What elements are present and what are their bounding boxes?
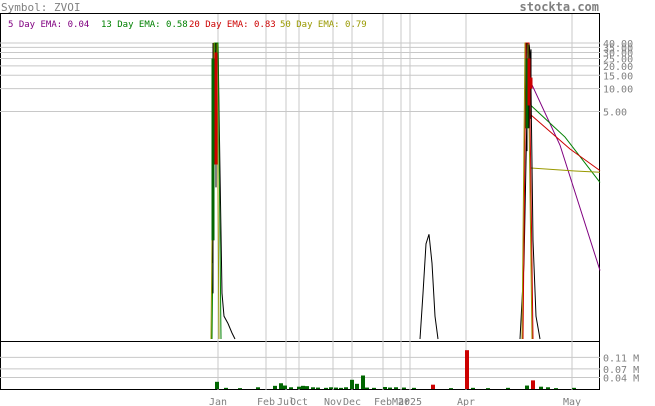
volume-bar [289,387,293,389]
volume-bar [324,387,328,389]
price-tick-label: 30.00 [603,48,633,59]
volume-bar [431,384,435,389]
candle-body [211,58,215,241]
volume-bar [554,388,558,390]
ema-line [530,114,601,172]
volume-bar [344,387,348,389]
candle-body [214,52,218,165]
volume-bar [273,385,277,389]
price-tick-label: 5.00 [603,107,627,118]
volume-bar [471,387,475,389]
volume-bar [305,386,309,389]
volume-bar [355,383,359,389]
volume-bar [412,387,416,389]
volume-bar [256,387,260,389]
legend-13-day-ema: 13 Day EMA: 0.58 [101,20,188,30]
date-tick-label: Nov [324,397,342,406]
candle-body [527,58,531,106]
price-tick-label: 15.00 [603,71,633,82]
date-tick-label: Apr [457,397,475,406]
volume-tick-label: 0.04 M [603,374,639,385]
price-tick-label: 20.00 [603,62,633,73]
volume-bar [361,375,365,389]
volume-tick-label: 0.07 M [603,365,639,376]
candle-body [525,58,529,129]
volume-bar [506,387,510,389]
ema-line [530,167,601,173]
date-tick-label: Jul [277,397,295,406]
date-tick-label: Mar [392,397,410,406]
volume-bar [279,383,283,389]
volume-bar [283,385,287,389]
ema-lines [530,82,601,271]
price-panel-frame [0,13,600,390]
volume-bar [465,350,469,389]
date-tick-label: May [563,397,581,406]
price-line [419,234,439,340]
volume-bar [394,387,398,389]
volume-bar [238,388,242,390]
volume-bar [334,387,338,389]
date-tick-label: Oct [290,397,308,406]
volume-bar [383,386,387,389]
volume-bar [365,387,369,389]
price-tick-label: 35.00 [603,43,633,54]
volume-bar [402,387,406,389]
candle-body [529,77,533,89]
volume-bars [215,350,576,390]
volume-bar [316,387,320,389]
volume-bar [546,387,550,389]
volume-bar [297,386,301,389]
legend-20-day-ema: 20 Day EMA: 0.83 [189,20,276,30]
volume-bar [486,388,490,390]
price-line [519,42,541,340]
date-tick-label: Jan [209,397,227,406]
price-tick-label: 10.00 [603,85,633,96]
volume-bar [350,379,354,389]
price-tick-label: 40.00 [603,39,633,50]
volume-tick-label: 0.11 M [603,353,639,364]
volume-bar [525,385,529,389]
ema-line [530,82,601,271]
date-tick-label: Feb [257,397,275,406]
price-lines [210,42,541,340]
volume-bar [388,387,392,389]
volume-bar [372,387,376,389]
volume-bar [301,385,305,389]
volume-bar [311,387,315,389]
volume-bar [449,388,453,390]
volume-bar [329,387,333,389]
volume-bar [572,387,576,389]
volume-bar [224,387,228,389]
candles [211,43,533,294]
volume-bar [339,387,343,389]
symbol-label: Symbol: ZVOI [1,1,80,14]
price-tick-label: 25.00 [603,54,633,65]
volume-bar [539,386,543,389]
volume-bar [531,380,535,389]
legend-50-day-ema: 50 Day EMA: 0.79 [280,20,367,30]
ema-line [530,105,601,183]
grid-lines [0,14,600,390]
date-tick-label: Dec [343,397,361,406]
date-tick-label: Feb [374,397,392,406]
brand-link[interactable]: stockta.com [520,0,599,14]
volume-axis-labels: 0.11 M0.07 M0.04 M [603,353,639,384]
date-tick-label: 2025 [398,397,422,406]
legend-5-day-ema: 5 Day EMA: 0.04 [8,20,89,30]
volume-bar [215,381,219,389]
